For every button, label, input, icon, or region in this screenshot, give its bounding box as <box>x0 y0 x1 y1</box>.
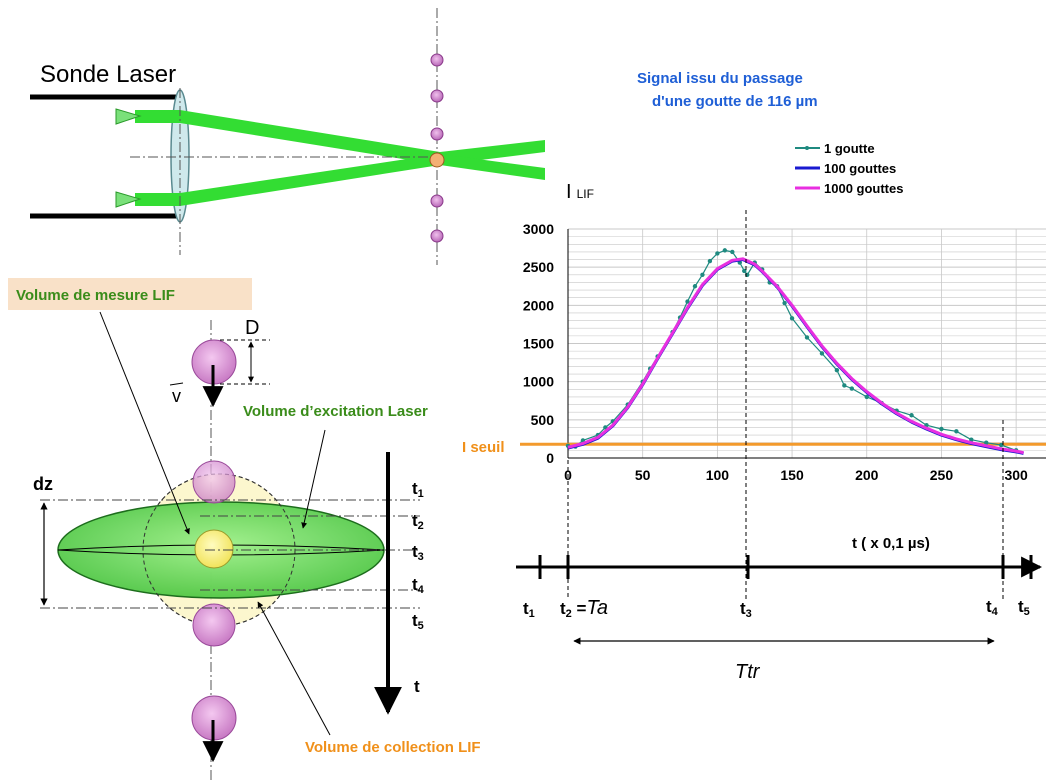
droplet-in-beam <box>429 152 445 168</box>
data-point-1-goutte <box>692 284 698 289</box>
data-point-1-goutte <box>849 386 855 391</box>
y-tick-label: 0 <box>546 450 554 466</box>
legend-marker-1-goutte <box>805 146 809 150</box>
data-point-1-goutte <box>782 300 787 306</box>
data-point-1-goutte <box>864 394 869 400</box>
time-label-t1: t1 <box>412 479 424 500</box>
y-tick-label: 500 <box>531 412 555 428</box>
time-label-t5: t5 <box>412 611 424 632</box>
volume-collection-label: Volume de collection LIF <box>305 739 481 756</box>
droplet <box>430 194 444 208</box>
time-label-t2: t2 <box>412 511 424 532</box>
droplet <box>430 127 444 141</box>
data-point-1-goutte <box>722 248 728 253</box>
data-point-1-goutte <box>954 429 959 434</box>
time-label-t3: t3 <box>412 542 424 563</box>
pointer-mesure <box>99 311 190 535</box>
volume-excitation-label: Volume d’excitation Laser <box>243 403 428 420</box>
droplet <box>430 53 444 67</box>
droplet-exiting <box>192 603 236 647</box>
laser-beam-bottom <box>135 154 440 206</box>
volume-mesure-box <box>8 278 252 310</box>
plot-tick-labels: 0500100015002000250030000501001502002503… <box>523 221 1028 483</box>
data-point-1-goutte <box>939 426 944 432</box>
timeline-label-t2: t2 =Ta <box>560 597 608 620</box>
droplet-center <box>194 529 234 569</box>
chart-title-line1: Signal issu du passage <box>637 70 803 87</box>
data-point-1-goutte <box>742 268 747 274</box>
y-tick-label: 1000 <box>523 374 554 390</box>
x-tick-label: 300 <box>1004 467 1028 483</box>
y-tick-label: 2000 <box>523 297 554 313</box>
data-point-1-goutte <box>707 258 713 264</box>
volume-mesure-label: Volume de mesure LIF <box>16 287 175 304</box>
time-axis-label: t <box>414 677 420 696</box>
data-point-1-goutte <box>700 272 705 277</box>
y-tick-label: 3000 <box>523 221 554 237</box>
y-tick-label: 1500 <box>523 336 554 352</box>
velocity-label: v <box>172 386 181 406</box>
measurement-volume-diagram: Volume de mesure LIF D v <box>8 278 481 780</box>
data-point-1-goutte <box>909 413 914 418</box>
chart-title-line2: d'une goutte de 116 µm <box>652 93 818 110</box>
timeline-label-t3: t3 <box>740 599 752 620</box>
x-tick-label: 150 <box>780 467 804 483</box>
data-point-1-goutte <box>984 440 989 445</box>
legend-label-1000-gouttes: 1000 gouttes <box>824 181 903 196</box>
probe-label: Sonde Laser <box>40 61 176 88</box>
velocity-vector-bar <box>169 382 184 386</box>
data-point-1-goutte <box>969 437 974 442</box>
legend-label-100-gouttes: 100 gouttes <box>824 161 896 176</box>
data-point-1-goutte <box>715 251 720 256</box>
timeline-label-t4: t4 <box>986 597 999 618</box>
laser-beam-bottom-exit <box>440 154 545 180</box>
data-point-1-goutte <box>804 335 810 340</box>
data-point-1-goutte <box>998 442 1004 448</box>
x-tick-label: 50 <box>635 467 651 483</box>
x-tick-label: 100 <box>706 467 730 483</box>
x-tick-label: 200 <box>855 467 879 483</box>
legend: 1 goutte 100 gouttes 1000 gouttes <box>795 141 903 196</box>
plot-series <box>565 248 1024 455</box>
legend-label-1-goutte: 1 goutte <box>824 141 875 156</box>
y-tick-label: 2500 <box>523 259 554 275</box>
emitter-triangle-bottom <box>115 191 142 208</box>
pointer-excitation <box>301 429 326 529</box>
data-point-1-goutte <box>819 351 825 356</box>
data-point-1-goutte <box>685 299 690 304</box>
droplet <box>430 89 444 103</box>
laser-beam-top <box>135 110 440 165</box>
data-point-1-goutte <box>789 316 795 321</box>
series-1000-gouttes <box>567 257 1024 455</box>
emitter-triangle-top <box>115 108 142 125</box>
plot-axes <box>567 229 1046 459</box>
x-axis-label: t ( x 0,1 µs) <box>852 535 930 552</box>
series-100-gouttes <box>567 258 1024 455</box>
lif-signal-chart: Signal issu du passage d'une goutte de 1… <box>462 70 1046 552</box>
time-label-t4: t4 <box>412 575 425 596</box>
dz-label: dz <box>33 474 53 494</box>
x-tick-label: 250 <box>930 467 954 483</box>
data-point-1-goutte <box>730 249 735 255</box>
droplet <box>430 229 444 243</box>
data-point-1-goutte <box>842 383 847 388</box>
timeline: t1 t2 =Ta t3 t4 t5 Ttr <box>516 210 1043 683</box>
threshold-label: I seuil <box>462 439 505 456</box>
diameter-label: D <box>245 317 259 339</box>
droplet-entering <box>192 460 236 504</box>
laser-probe: Sonde Laser <box>30 8 545 265</box>
plot-grid <box>568 228 1046 458</box>
timeline-label-t1: t1 <box>523 599 535 620</box>
pointer-collection <box>257 601 331 736</box>
data-point-1-goutte <box>834 368 840 373</box>
timeline-label-t5: t5 <box>1018 597 1030 618</box>
transit-time-label: Ttr <box>735 661 761 683</box>
